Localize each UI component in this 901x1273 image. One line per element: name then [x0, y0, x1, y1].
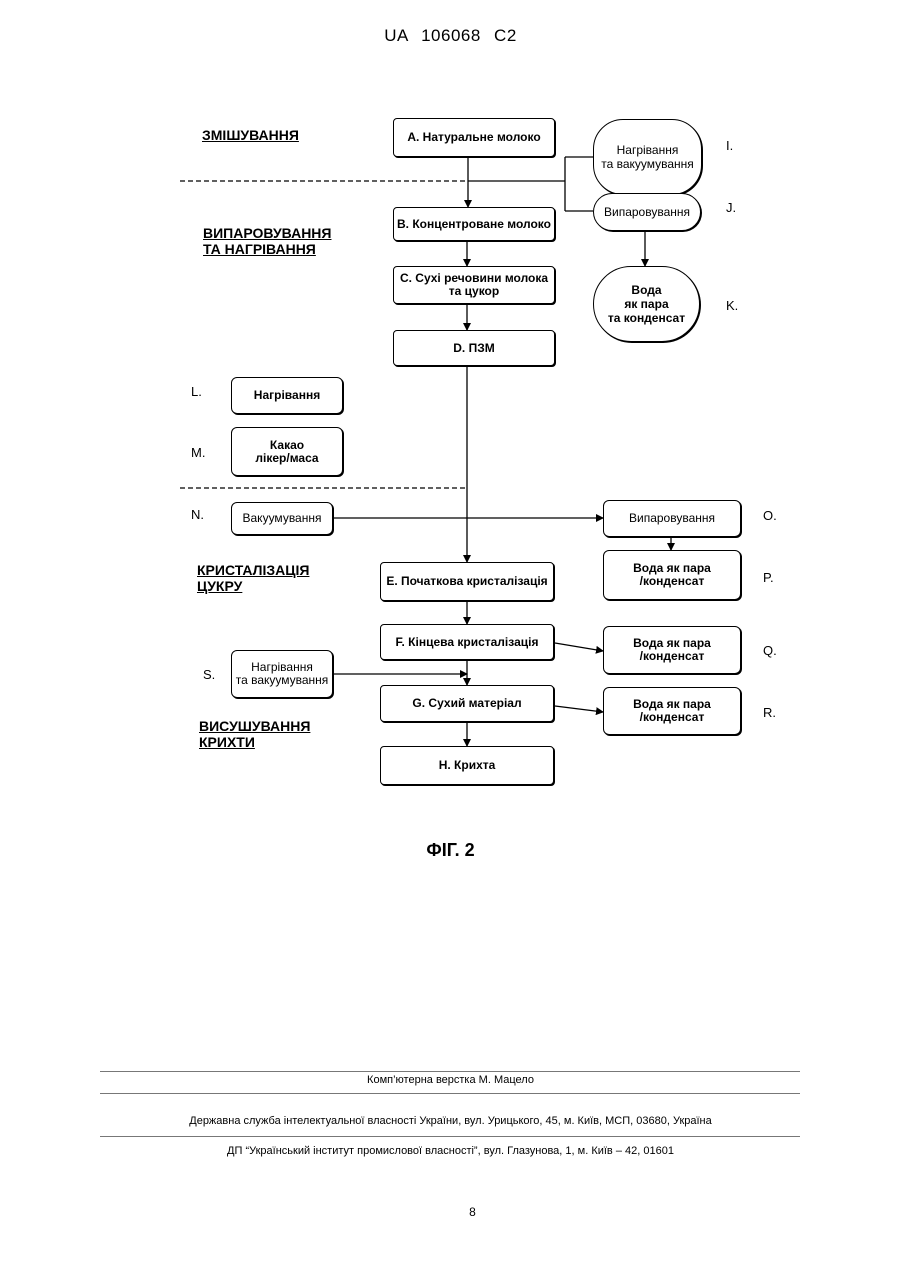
phase-crumb-drying: ВИСУШУВАННЯ КРИХТИ	[199, 718, 310, 750]
side-n-vacuuming: Вакуумування	[231, 502, 333, 535]
label-l: L.	[191, 384, 202, 399]
phase-sugar-crystallization: КРИСТАЛІЗАЦІЯ ЦУКРУ	[197, 562, 309, 594]
side-p-water-vapor: Вода як пара /конденсат	[603, 550, 741, 600]
phase-mixing: ЗМІШУВАННЯ	[202, 127, 299, 143]
footer-divider-2	[100, 1093, 800, 1094]
label-j: J.	[726, 200, 736, 215]
step-d-pzm: D. ПЗМ	[393, 330, 555, 366]
phase-evaporation-heating: ВИПАРОВУВАННЯ ТА НАГРІВАННЯ	[203, 225, 331, 257]
label-i: I.	[726, 138, 733, 153]
label-s: S.	[203, 667, 215, 682]
step-e-initial-crystallization: E. Початкова кристалізація	[380, 562, 554, 601]
side-s-heating-vacuuming: Нагрівання та вакуумування	[231, 650, 333, 698]
label-q: Q.	[763, 643, 777, 658]
label-n: N.	[191, 507, 204, 522]
side-j-evaporation: Випаровування	[593, 193, 701, 231]
step-h-crumb: H. Крихта	[380, 746, 554, 785]
label-k: K.	[726, 298, 738, 313]
label-r: R.	[763, 705, 776, 720]
side-k-water-vapor-condensate: Вода як пара та конденсат	[593, 266, 700, 342]
label-m: M.	[191, 445, 205, 460]
label-o: O.	[763, 508, 777, 523]
footer-layout-credit: Комп’ютерна верстка М. Мацело	[0, 1074, 901, 1086]
footer-divider-1	[100, 1071, 800, 1072]
side-l-heating: Нагрівання	[231, 377, 343, 414]
footer-divider-3	[100, 1136, 800, 1137]
footer-institute: ДП “Український інститут промислової вла…	[0, 1145, 901, 1157]
side-m-cocoa-liquor: Какао лікер/маса	[231, 427, 343, 476]
footer-ip-service: Державна служба інтелектуальної власност…	[0, 1115, 901, 1127]
side-o-evaporation: Випаровування	[603, 500, 741, 537]
figure-caption: ФІГ. 2	[0, 840, 901, 861]
side-i-heating-vacuuming: Нагрівання та вакуумування	[593, 119, 702, 195]
page-number: 8	[0, 1205, 901, 1219]
step-a-natural-milk: A. Натуральне молоко	[393, 118, 555, 157]
label-p: P.	[763, 570, 774, 585]
step-c-milk-solids-sugar: C. Сухі речовини молока та цукор	[393, 266, 555, 304]
step-b-concentrated-milk: B. Концентроване молоко	[393, 207, 555, 241]
step-f-final-crystallization: F. Кінцева кристалізація	[380, 624, 554, 660]
step-g-dry-material: G. Сухий матеріал	[380, 685, 554, 722]
side-q-water-vapor: Вода як пара /конденсат	[603, 626, 741, 674]
side-r-water-vapor: Вода як пара /конденсат	[603, 687, 741, 735]
